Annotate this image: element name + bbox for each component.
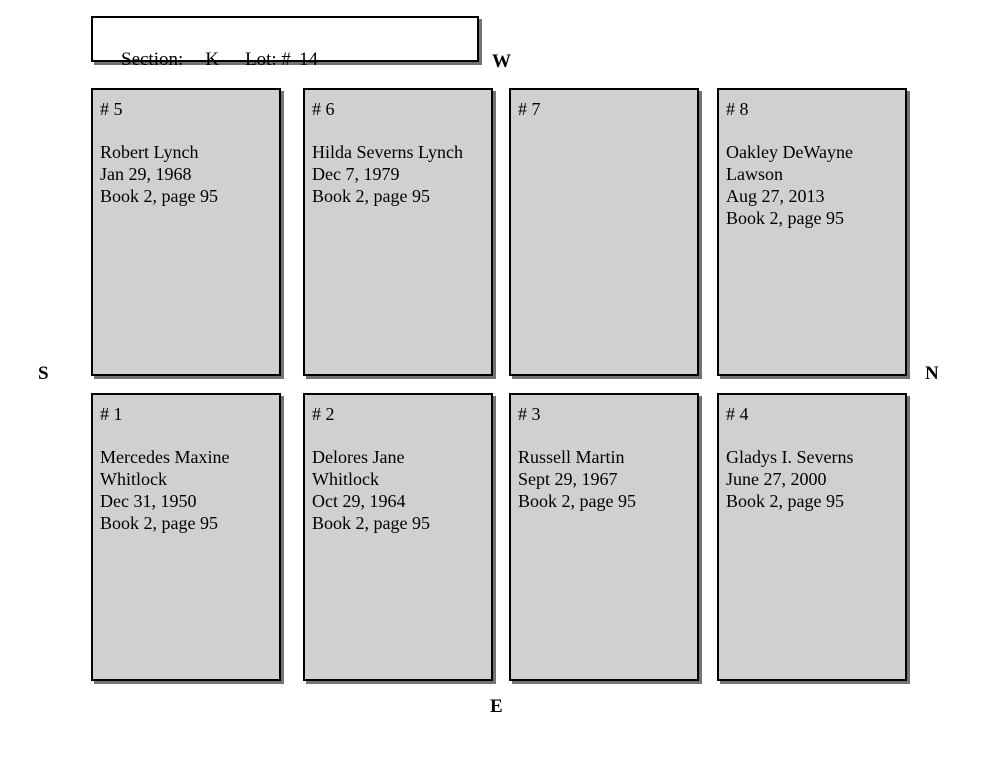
plot-detail-line: Hilda Severns Lynch — [312, 142, 463, 162]
plot-detail-line: Aug 27, 2013 — [726, 186, 825, 206]
plot-7[interactable]: # 7 — [509, 88, 699, 376]
compass-label-east: E — [490, 696, 503, 717]
plot-detail-line: Russell Martin — [518, 447, 625, 467]
plot-detail-line: Oct 29, 1964 — [312, 491, 406, 511]
compass-label-north: N — [925, 363, 939, 384]
lot-value: 14 — [298, 49, 318, 70]
plot-number-label: # 3 — [518, 404, 541, 424]
plot-detail-line: Delores Jane — [312, 447, 405, 467]
plot-number-label: # 8 — [726, 99, 749, 119]
plot-number-label: # 6 — [312, 99, 335, 119]
plot-detail-line: Sept 29, 1967 — [518, 469, 618, 489]
plot-detail-line: Book 2, page 95 — [726, 208, 844, 228]
lot-label: Lot: # — [245, 49, 291, 70]
plot-detail-line: Jan 29, 1968 — [100, 164, 192, 184]
plot-detail-line: Gladys I. Severns — [726, 447, 854, 467]
plot-number-label: # 1 — [100, 404, 123, 424]
plot-detail-line: Book 2, page 95 — [100, 513, 218, 533]
compass-label-south: S — [38, 363, 49, 384]
compass-label-west: W — [492, 51, 511, 72]
plot-detail-line: Book 2, page 95 — [312, 513, 430, 533]
plot-detail-line: Dec 7, 1979 — [312, 164, 400, 184]
section-lot-text: Section: K Lot: # 14 — [102, 25, 318, 94]
plot-number-label: # 5 — [100, 99, 123, 119]
plot-number-label: # 2 — [312, 404, 335, 424]
section-lot-header-box: Section: K Lot: # 14 — [91, 16, 479, 70]
section-label: Section: — [121, 49, 184, 70]
plot-number-label: # 4 — [726, 404, 749, 424]
plot-detail-line: Book 2, page 95 — [726, 491, 844, 511]
plot-detail-line: Mercedes Maxine — [100, 447, 230, 467]
plot-detail-line: Robert Lynch — [100, 142, 199, 162]
plot-number-label: # 7 — [518, 99, 541, 119]
plot-detail-line: Lawson — [726, 164, 783, 184]
plot-detail-line: Whitlock — [312, 469, 379, 489]
plot-detail-line: Book 2, page 95 — [100, 186, 218, 206]
plot-detail-line: Dec 31, 1950 — [100, 491, 197, 511]
plot-detail-line: Book 2, page 95 — [518, 491, 636, 511]
section-value: K — [205, 49, 220, 70]
plot-detail-line: Oakley DeWayne — [726, 142, 853, 162]
plot-detail-line: Book 2, page 95 — [312, 186, 430, 206]
plot-detail-line: June 27, 2000 — [726, 469, 827, 489]
plot-detail-line: Whitlock — [100, 469, 167, 489]
